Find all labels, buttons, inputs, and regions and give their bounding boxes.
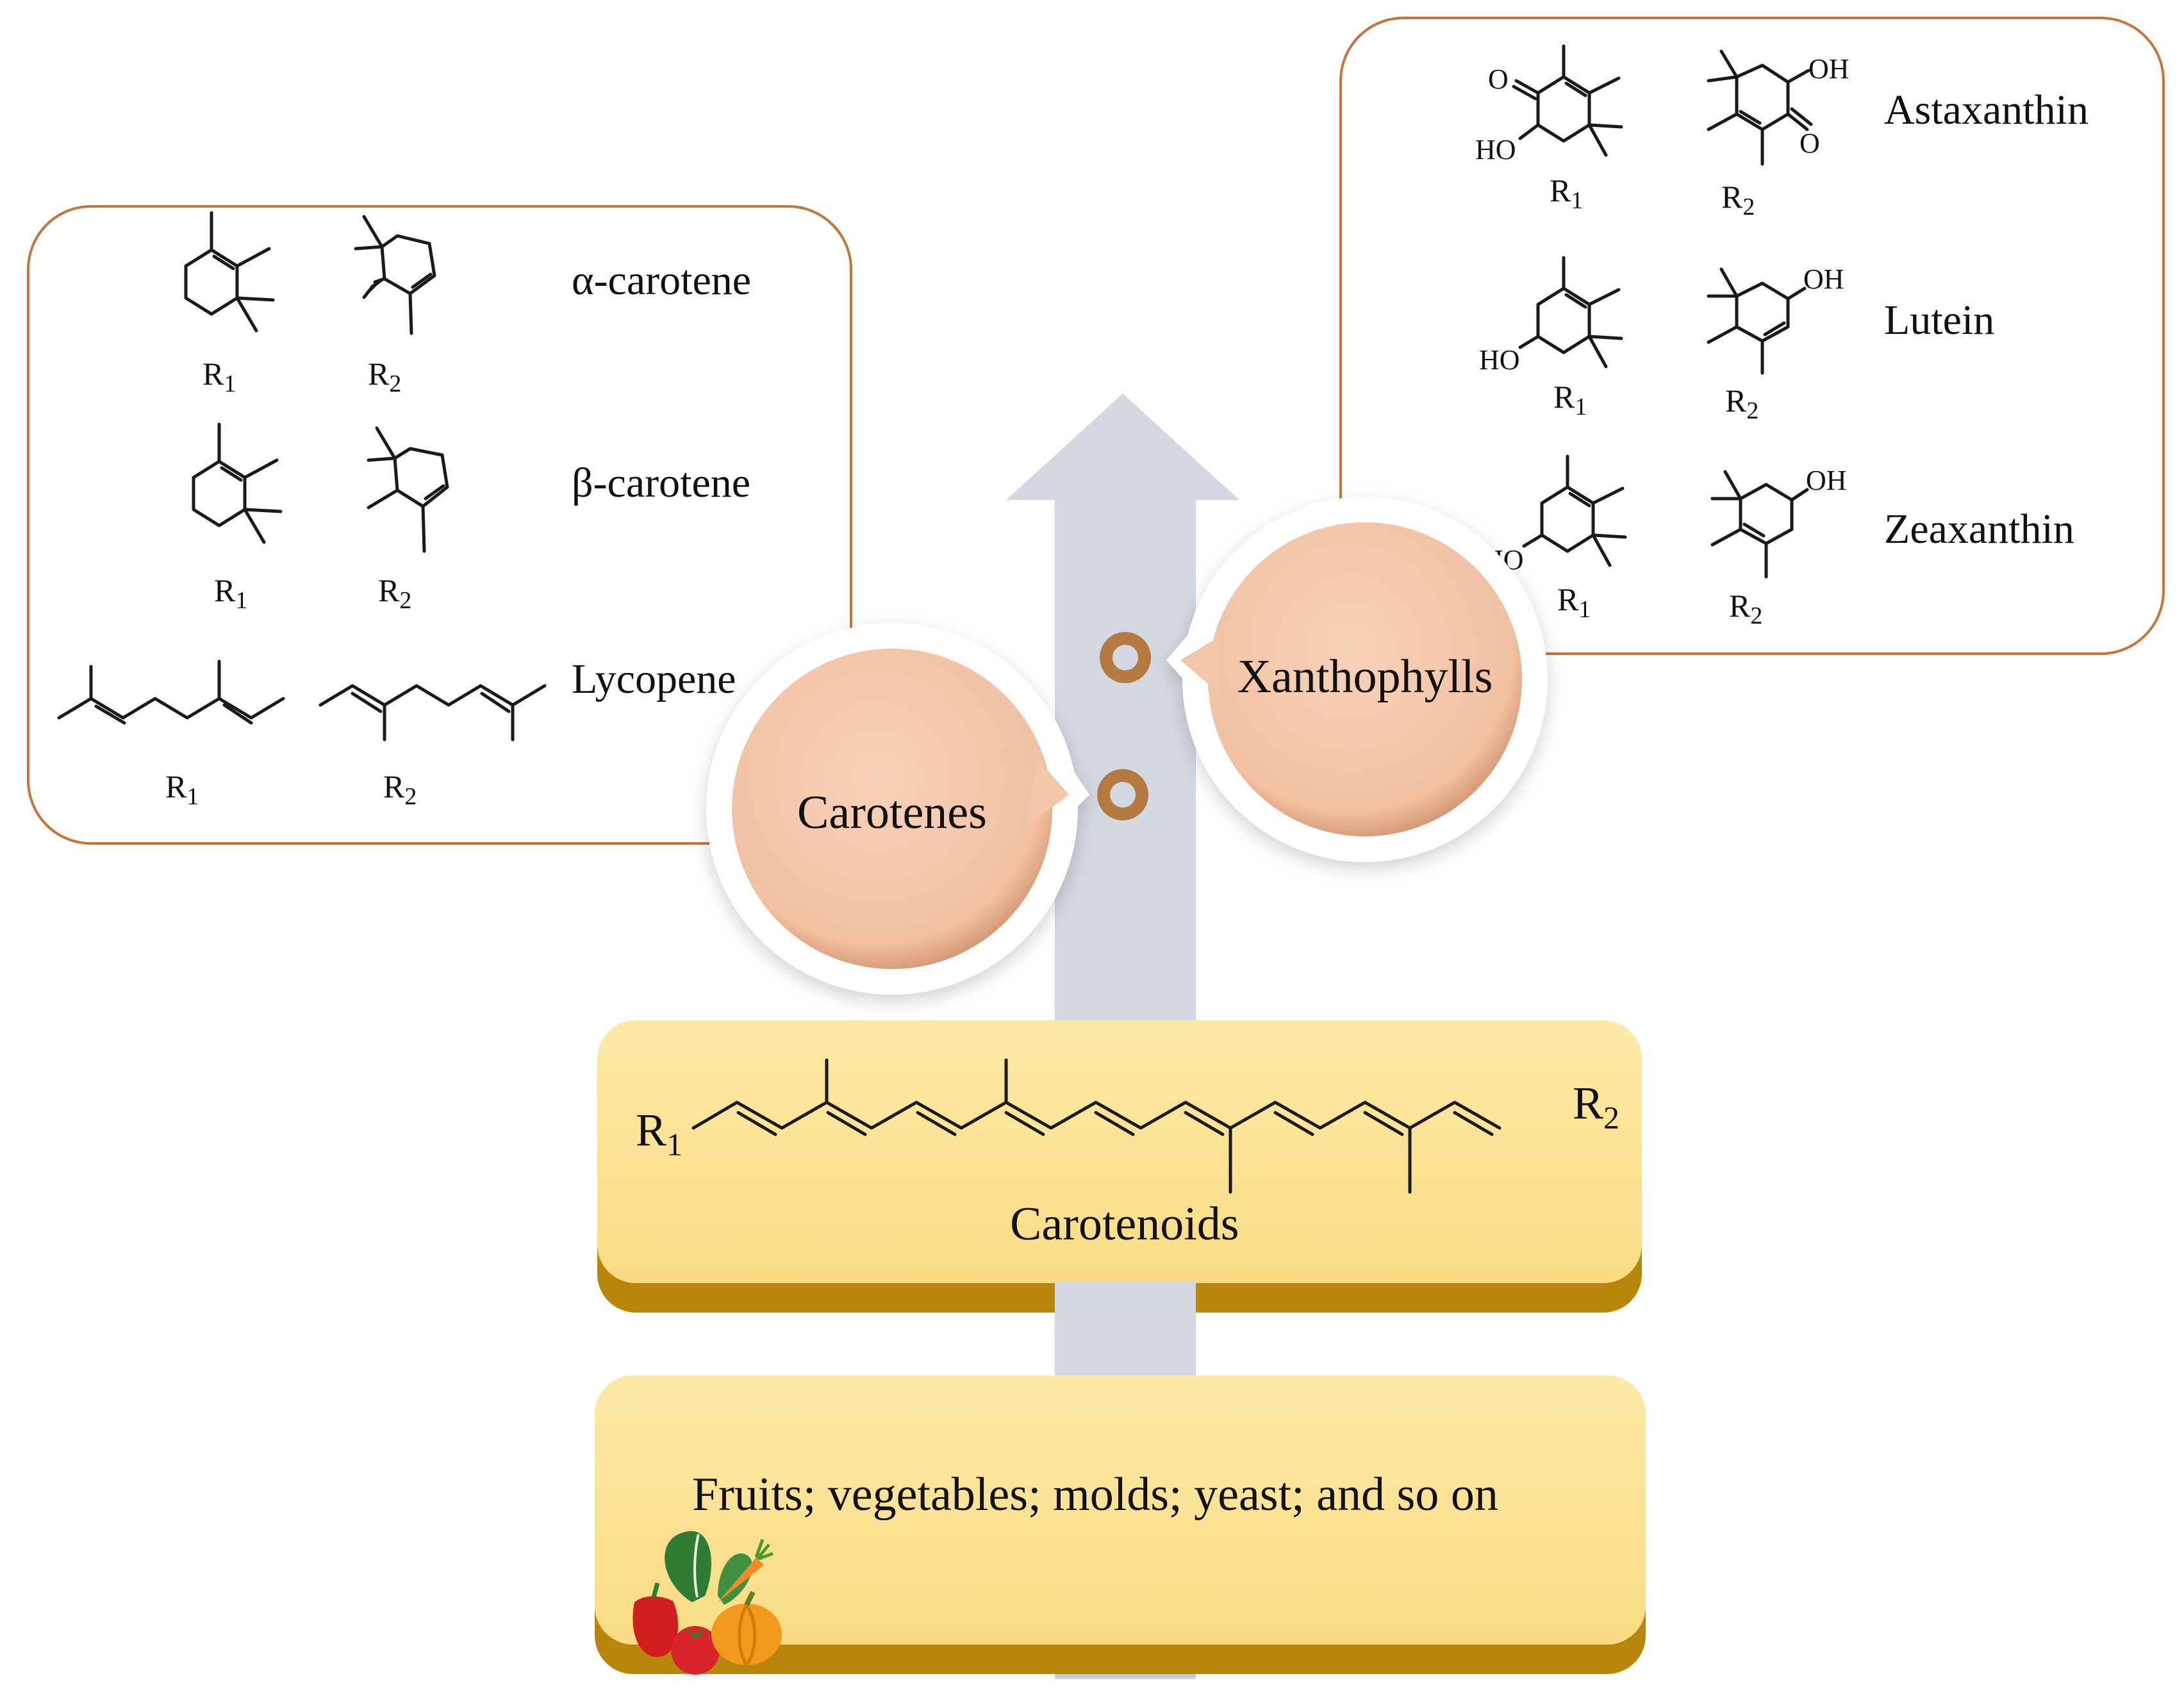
lutein-r2-structure: OH: [1707, 263, 1844, 375]
astaxanthin-r1-structure: O HO: [1475, 44, 1623, 165]
astaxanthin-r2-structure: OH O: [1707, 49, 1849, 166]
alpha-carotene-label: α-carotene: [572, 257, 752, 304]
carotenoid-r1-label: R1: [636, 1104, 683, 1163]
svg-text:OH: OH: [1808, 53, 1849, 85]
vegetables-icon: [633, 1530, 782, 1675]
lutein-r1-label: R1: [1553, 379, 1587, 420]
zeaxanthin-r1-label: R1: [1557, 581, 1591, 623]
carotenes-box: [27, 205, 852, 845]
astaxanthin-label: Astaxanthin: [1884, 87, 2089, 133]
svg-text:O: O: [1488, 63, 1509, 95]
source-tray: [595, 1375, 1646, 1674]
alpha-r1-label: R1: [203, 356, 236, 397]
svg-text:O: O: [1799, 128, 1820, 159]
lutein-r1-structure: HO: [1479, 256, 1623, 376]
zeaxanthin-r2-label: R2: [1729, 588, 1763, 629]
svg-text:HO: HO: [1475, 134, 1516, 165]
carotenes-bubble: [706, 623, 1089, 995]
beta-carotene-r2-structure: [367, 426, 449, 553]
beta-carotene-label: β-carotene: [572, 460, 751, 506]
svg-text:OH: OH: [1803, 263, 1844, 295]
alpha-carotene-r1-structure: [184, 211, 275, 333]
beta-carotene-r1-structure: [192, 422, 283, 544]
lycopene-r2-structure: [318, 684, 547, 742]
zeaxanthin-r2-structure: OH: [1710, 465, 1847, 579]
carotenes-bubble-label: Carotenes: [797, 786, 987, 839]
beta-r2-label: R2: [378, 572, 412, 614]
astaxanthin-r1-label: R1: [1550, 172, 1584, 214]
alpha-carotene-r2-structure: [354, 215, 436, 335]
lycopene-r1-label: R1: [165, 768, 199, 810]
svg-text:HO: HO: [1479, 344, 1520, 376]
carotenoid-r2-label: R2: [1573, 1077, 1620, 1136]
carotenes-connector-ring: [1097, 769, 1148, 820]
lutein-label: Lutein: [1884, 297, 1995, 344]
carotenoid-backbone-structure: [691, 1058, 1502, 1194]
svg-text:OH: OH: [1806, 465, 1847, 496]
lycopene-r2-label: R2: [383, 768, 417, 810]
beta-r1-label: R1: [214, 572, 248, 614]
lycopene-r1-structure: [57, 659, 285, 725]
astaxanthin-r2-label: R2: [1721, 179, 1755, 220]
xanthophylls-bubble: [1166, 497, 1548, 862]
xanthophylls-bubble-label: Xanthophylls: [1237, 651, 1493, 703]
carotenoids-label: Carotenoids: [1010, 1198, 1239, 1250]
zeaxanthin-label: Zeaxanthin: [1884, 506, 2074, 552]
xanthophylls-connector-ring: [1100, 632, 1151, 683]
source-label: Fruits; vegetables; molds; yeast; and so…: [692, 1468, 1498, 1521]
alpha-r2-label: R2: [368, 356, 402, 397]
lycopene-label: Lycopene: [572, 656, 736, 702]
lutein-r2-label: R2: [1725, 383, 1759, 424]
